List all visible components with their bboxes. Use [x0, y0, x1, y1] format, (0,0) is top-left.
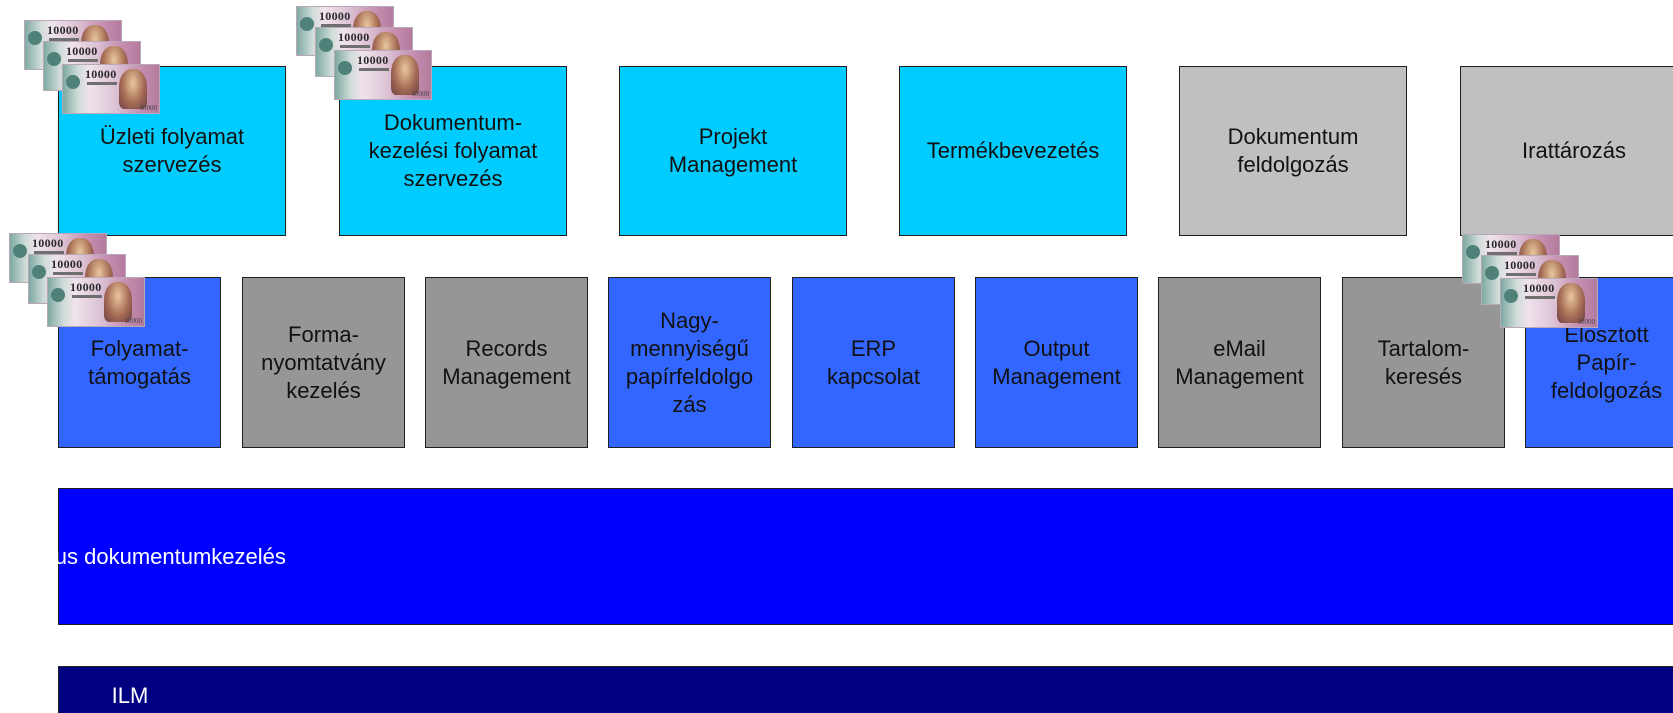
module-box-records-management: Records Management — [425, 277, 588, 448]
ilm-band: ILM — [58, 666, 1673, 713]
ilm-label: ILM — [111, 683, 149, 708]
process-box-uzleti: Üzleti folyamat szervezés — [58, 66, 286, 236]
module-box-nagymennyisegu: Nagy- mennyiségű papírfeldolgo zás — [608, 277, 771, 448]
process-box-termekbevezetes: Termékbevezetés — [899, 66, 1127, 236]
process-box-projekt: Projekt Management — [619, 66, 847, 236]
module-box-tartalomkereses: Tartalom- keresés — [1342, 277, 1505, 448]
process-box-dokumentum-feldolgozas: Dokumentum feldolgozás — [1179, 66, 1407, 236]
module-box-output-management: Output Management — [975, 277, 1138, 448]
classic-dms-label: Klasszikus dokumentumkezelés — [0, 543, 286, 569]
classic-dms-band: Klasszikus dokumentumkezelés — [0, 488, 1673, 625]
module-box-email-management: eMail Management — [1158, 277, 1321, 448]
module-box-erp-kapcsolat: ERP kapcsolat — [792, 277, 955, 448]
process-box-irattarozas: Irattározás — [1460, 66, 1673, 236]
module-box-formanyomtatvany: Forma- nyomtatvány kezelés — [242, 277, 405, 448]
